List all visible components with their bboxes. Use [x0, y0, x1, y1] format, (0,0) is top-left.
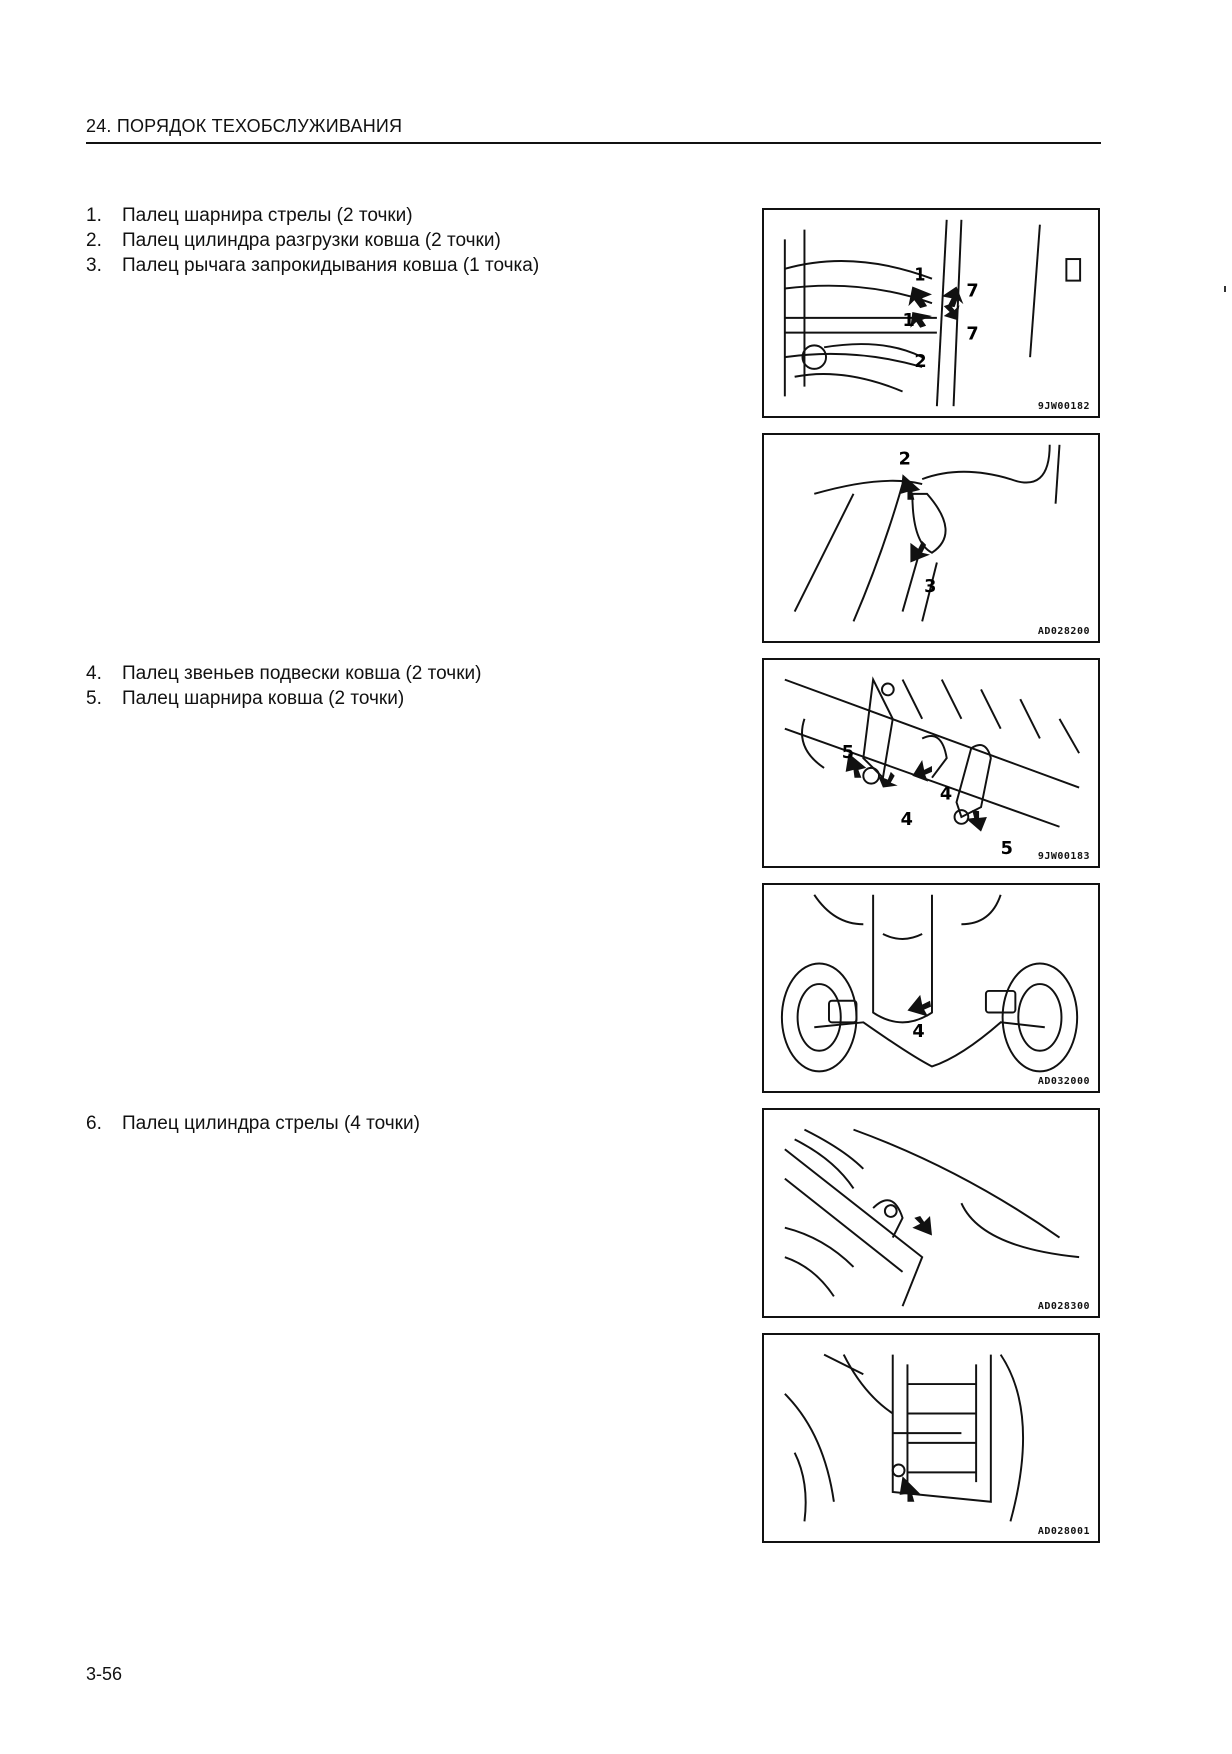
callout-label: 5 [842, 743, 854, 763]
figure-bucket-links: 5 4 4 5 9JW00183 [762, 658, 1100, 868]
list-item: 6. Палец цилиндра стрелы (4 точки) [86, 1111, 420, 1136]
illustration-bucket-links: 5 4 4 5 [784, 676, 1080, 859]
illustration-boom-cylinder [784, 1128, 1080, 1307]
callout-label: 5 [1001, 839, 1013, 859]
figure-boom-hinge: 1 1 7 7 2 9JW00182 [762, 208, 1100, 418]
illustration-dump-cylinder: 2 3 [793, 444, 1061, 622]
item-list-3: 6. Палец цилиндра стрелы (4 точки) [86, 1111, 420, 1136]
item-text: Палец шарнира стрелы (2 точки) [122, 205, 413, 226]
callout-label: 4 [940, 784, 952, 804]
list-item: 4. Палец звеньев подвески ковша (2 точки) [86, 661, 481, 686]
illustration-boom-hinge: 1 1 7 7 2 [783, 219, 1082, 407]
item-number: 6. [86, 1113, 102, 1134]
figure-code: 9JW00182 [1037, 401, 1090, 412]
callout-label: 1 [903, 311, 915, 331]
illustration-front-axle: 4 [780, 894, 1079, 1073]
item-text: Палец цилиндра разгрузки ковша (2 точки) [122, 230, 501, 251]
item-text: Палец шарнира ковша (2 точки) [122, 688, 405, 709]
figure-code: AD028300 [1037, 1301, 1090, 1312]
callout-label: 7 [966, 281, 978, 301]
figure-boom-cylinder: AD028300 [762, 1108, 1100, 1318]
figure-code: 9JW00183 [1037, 851, 1090, 862]
item-list-2: 4. Палец звеньев подвески ковша (2 точки)… [86, 661, 481, 711]
illustration-rear-pin [784, 1353, 1025, 1522]
page-number: 3-56 [86, 1664, 123, 1684]
figure-dump-cylinder: 2 3 AD028200 [762, 433, 1100, 643]
callout-label: 4 [901, 810, 913, 830]
list-item: 5. Палец шарнира ковша (2 точки) [86, 686, 481, 711]
item-number: 4. [86, 663, 102, 684]
item-number: 1. [86, 205, 102, 226]
item-text: Палец звеньев подвески ковша (2 точки) [122, 663, 482, 684]
item-text: Палец цилиндра стрелы (4 точки) [122, 1113, 420, 1134]
list-item: 2. Палец цилиндра разгрузки ковша (2 точк… [86, 228, 539, 253]
figure-front-axle: 4 AD032000 [762, 883, 1100, 1093]
callout-label: 2 [899, 449, 911, 469]
figure-code: AD032000 [1037, 1076, 1090, 1087]
figure-code: AD028200 [1037, 626, 1090, 637]
list-item: 1. Палец шарнира стрелы (2 точки) [86, 203, 539, 228]
callout-label: 2 [914, 352, 926, 372]
margin-mark [1224, 286, 1226, 292]
item-text: Палец рычага запрокидывания ковша (1 точ… [122, 255, 540, 276]
item-number: 3. [86, 255, 102, 276]
list-item: 3. Палец рычага запрокидывания ковша (1 т… [86, 253, 539, 278]
header-rule [86, 142, 1101, 144]
figure-code: AD028001 [1037, 1526, 1090, 1537]
figure-rear-pin: AD028001 [762, 1333, 1100, 1543]
item-number: 5. [86, 688, 102, 709]
item-number: 2. [86, 230, 102, 251]
callout-label: 3 [924, 577, 936, 597]
page-header: 24. ПОРЯДОК ТЕХОБСЛУЖИВАНИЯ [86, 116, 403, 136]
callout-label: 1 [914, 266, 925, 286]
item-list-1: 1. Палец шарнира стрелы (2 точки) 2. Палец… [86, 203, 539, 278]
callout-label: 7 [966, 324, 978, 344]
callout-label: 4 [912, 1022, 924, 1042]
